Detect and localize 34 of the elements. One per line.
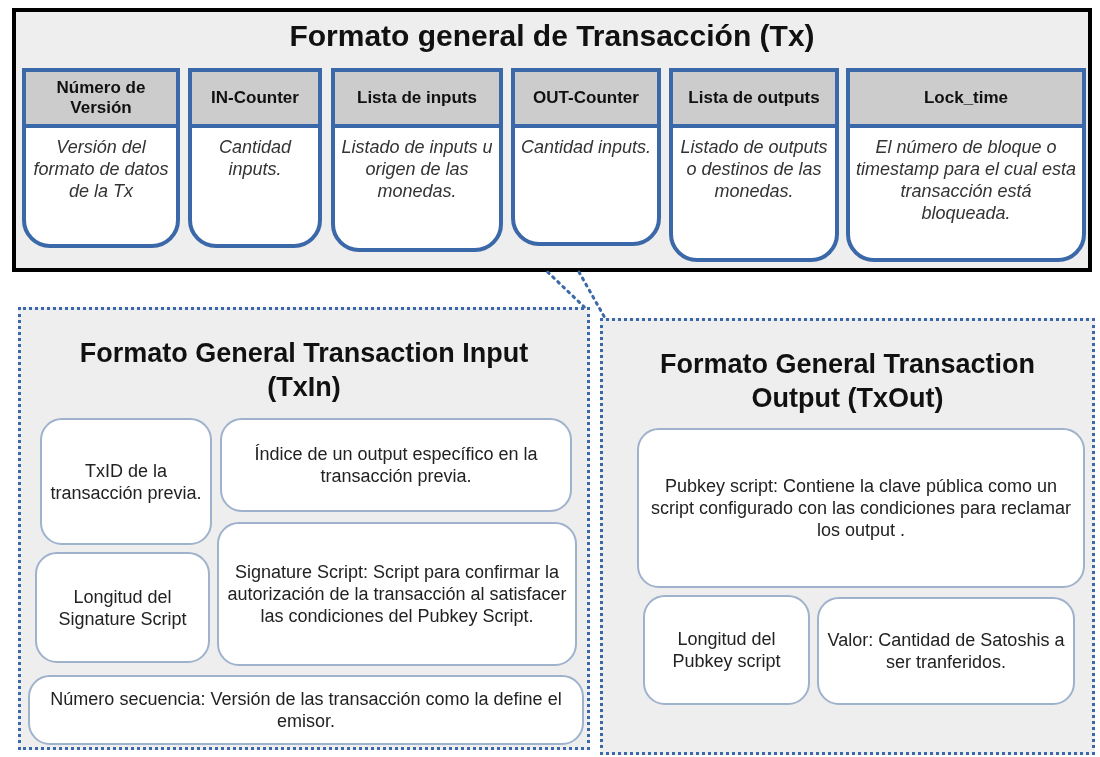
field-box: Número secuencia: Versión de las transacción como la define el emisor. [28,675,584,745]
field-card [22,68,180,248]
field-description: Cantidad inputs. [519,136,653,158]
dotted-panel [600,318,1095,755]
field-box: Valor: Cantidad de Satoshis a ser tranferidos. [817,597,1075,705]
field-card [188,68,322,248]
field-header: Lock_time [850,72,1082,128]
field-card [511,68,661,246]
transaction-frame [12,8,1092,272]
field-header: Número de Versión [26,72,176,128]
frame-title: Formato general de Transacción (Tx) [289,18,815,54]
field-card [669,68,839,262]
field-box: Pubkey script: Contiene la clave pública como un script configurado con las condiciones para reclamar los output . [637,428,1085,588]
dotted-connector [577,270,607,320]
dotted-connector [546,270,586,309]
field-description: El número de bloque o timestamp para el cual esta transacción está bloqueada. [854,136,1078,224]
field-header: Lista de outputs [673,72,835,128]
field-box: Longitud del Signature Script [35,552,210,663]
field-header: OUT-Counter [515,72,657,128]
dotted-panel [18,307,590,750]
field-header: Lista de inputs [335,72,499,128]
field-header: IN-Counter [192,72,318,128]
field-box: Signature Script: Script para confirmar la autorización de la transacción al satisfacer las condiciones del Pubkey Script. [217,522,577,666]
field-description: Cantidad inputs. [217,136,293,180]
field-description: Listado de outputs o destinos de las monedas. [679,136,829,202]
field-description: Versión del formato de datos de la Tx [32,136,170,202]
field-box: TxID de la transacción previa. [40,418,212,545]
field-card [846,68,1086,262]
field-box: Índice de un output específico en la transacción previa. [220,418,572,512]
field-box: Longitud del Pubkey script [643,595,810,705]
field-card [331,68,503,252]
panel-title: Formato General Transaction Input (TxIn) [78,337,530,404]
field-description: Listado de inputs u origen de las monedas. [340,136,494,202]
panel-title: Formato General Transaction Output (TxOut) [658,348,1037,415]
